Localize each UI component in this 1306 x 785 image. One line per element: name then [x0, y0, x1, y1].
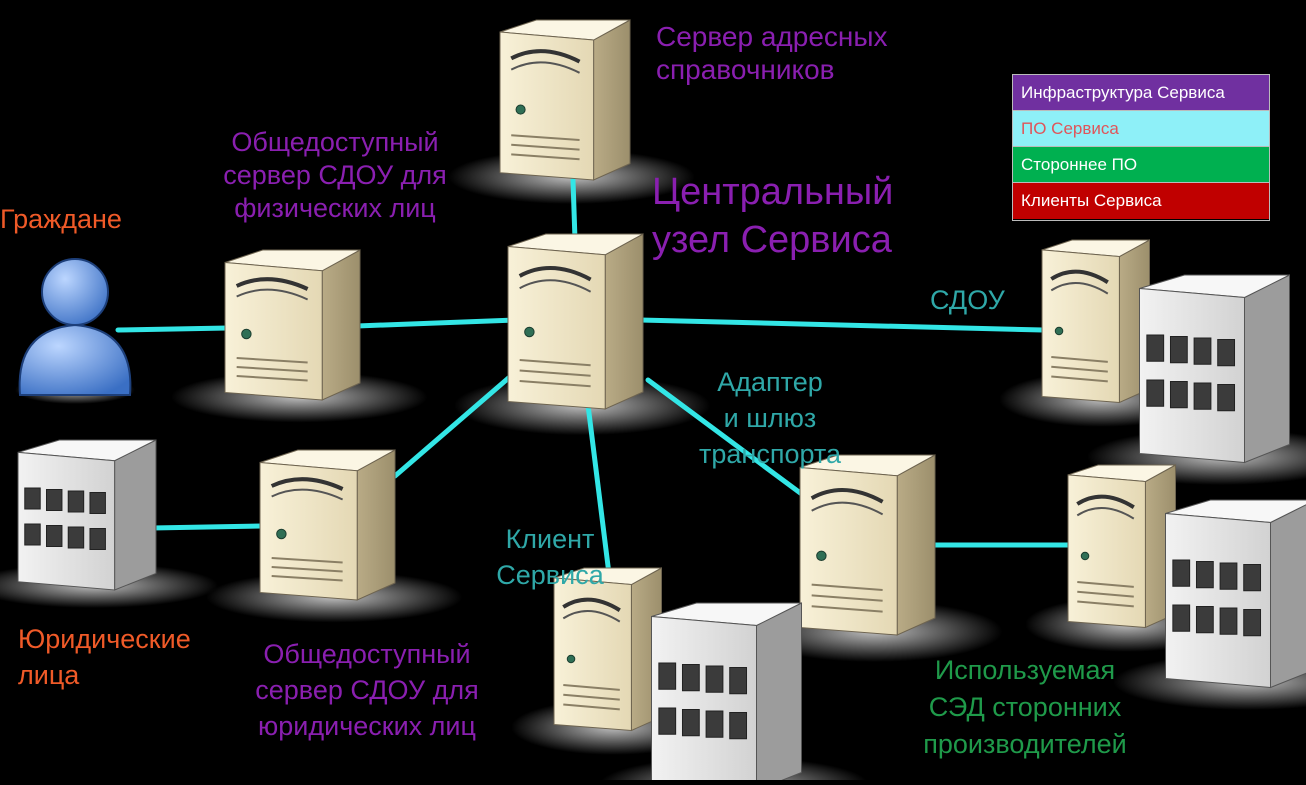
- legend-item-service-software: ПО Сервиса: [1013, 111, 1269, 147]
- link-individuals-central: [357, 320, 515, 326]
- central-node-icon: [508, 234, 643, 409]
- citizens-label: Граждане: [0, 203, 122, 236]
- link-citizens-individuals: [118, 328, 228, 330]
- citizens-person-icon: [20, 259, 131, 395]
- address-server-icon: [500, 20, 630, 180]
- legend-item-third-party-software: Стороннее ПО: [1013, 147, 1269, 183]
- address-server-label: Сервер адресных справочников: [656, 20, 888, 86]
- service-client-icon-building: [652, 603, 802, 780]
- sdou-label: СДОУ: [930, 284, 1005, 317]
- sdou-icon-building: [1140, 275, 1290, 463]
- link-legal-entities-server: [152, 526, 262, 528]
- public-server-individuals-icon: [225, 250, 360, 400]
- public-server-individuals-label: Общедоступный сервер СДОУ для физических…: [190, 126, 480, 225]
- third-party-edms-icon-server: [1068, 465, 1176, 628]
- public-server-legal-label: Общедоступный сервер СДОУ для юридически…: [222, 636, 512, 744]
- link-central-sdou: [640, 320, 1043, 330]
- adapter-gateway-icon: [800, 455, 935, 635]
- public-server-legal-icon: [260, 450, 395, 600]
- third-party-edms-label: Используемая СЭД сторонних производителе…: [880, 652, 1170, 763]
- legal-entities-building-icon: [18, 440, 156, 590]
- sdou-icon-server: [1042, 240, 1150, 403]
- adapter-gateway-label: Адаптер и шлюз транспорта: [670, 364, 870, 472]
- legend: Инфраструктура Сервиса ПО Сервиса Сторон…: [1012, 74, 1270, 221]
- central-node-label: Центральный узел Сервиса: [652, 168, 893, 264]
- legal-entities-label: Юридические лица: [18, 621, 191, 693]
- third-party-edms-icon-building: [1166, 500, 1306, 688]
- service-client-label: Клиент Сервиса: [450, 521, 650, 593]
- link-address-central: [573, 180, 575, 240]
- legend-item-service-clients: Клиенты Сервиса: [1013, 183, 1269, 219]
- legend-item-infrastructure: Инфраструктура Сервиса: [1013, 75, 1269, 111]
